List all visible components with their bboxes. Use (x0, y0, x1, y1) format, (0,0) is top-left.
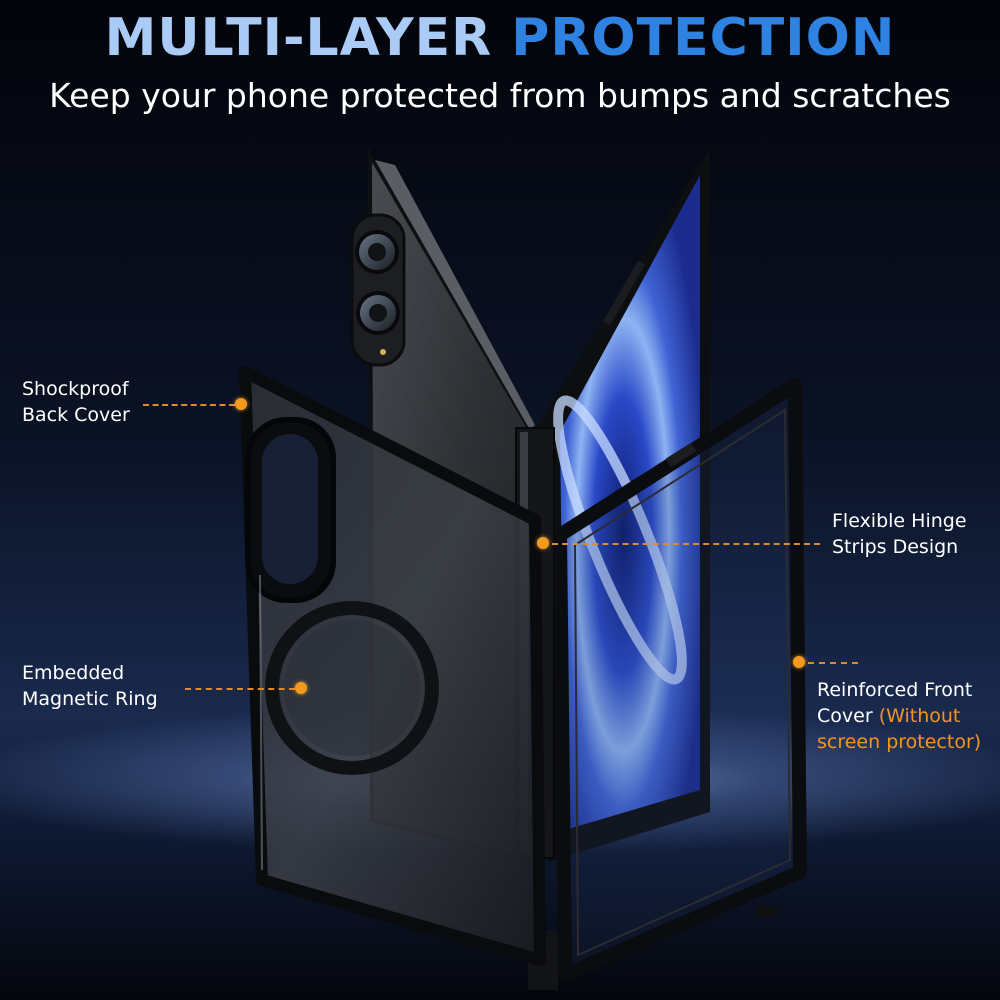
front-case-frame (553, 378, 807, 982)
callout-hinge-line-2: Strips Design (832, 536, 959, 558)
marker-magnetic-ring (295, 682, 307, 694)
callout-front-cover-line-2: Cover (Without (817, 703, 981, 729)
callout-back-cover: Shockproof Back Cover (22, 376, 130, 428)
callout-front-cover-line-3: screen protector) (817, 731, 982, 753)
callout-front-cover: Reinforced Front Cover (Without screen p… (817, 677, 981, 755)
title-part-1: MULTI-LAYER (104, 8, 493, 68)
page-subtitle: Keep your phone protected from bumps and… (49, 76, 951, 115)
callout-magnetic-ring-line-2: Magnetic Ring (22, 688, 158, 710)
phone-inner-screen (535, 148, 710, 862)
callout-back-cover-line-1: Shockproof (22, 378, 129, 400)
callout-back-cover-line-2: Back Cover (22, 404, 130, 426)
callout-hinge: Flexible Hinge Strips Design (832, 508, 967, 560)
leader-front-cover (808, 662, 858, 664)
callout-front-cover-line-2b: (Without (878, 705, 961, 727)
callout-front-cover-line-2a: Cover (817, 705, 873, 727)
marker-back-cover (235, 398, 247, 410)
callout-front-cover-line-1: Reinforced Front (817, 679, 973, 701)
marker-hinge (537, 537, 549, 549)
callout-magnetic-ring-line-1: Embedded (22, 662, 125, 684)
leader-back-cover (143, 404, 235, 406)
marker-front-cover (793, 656, 805, 668)
back-case-shell (239, 366, 546, 966)
page-title: MULTI-LAYER PROTECTION (0, 8, 1000, 68)
leader-magnetic-ring (185, 688, 295, 690)
title-part-2: PROTECTION (511, 8, 896, 68)
callout-hinge-line-1: Flexible Hinge (832, 510, 967, 532)
callout-magnetic-ring: Embedded Magnetic Ring (22, 660, 158, 712)
leader-hinge (552, 543, 820, 545)
